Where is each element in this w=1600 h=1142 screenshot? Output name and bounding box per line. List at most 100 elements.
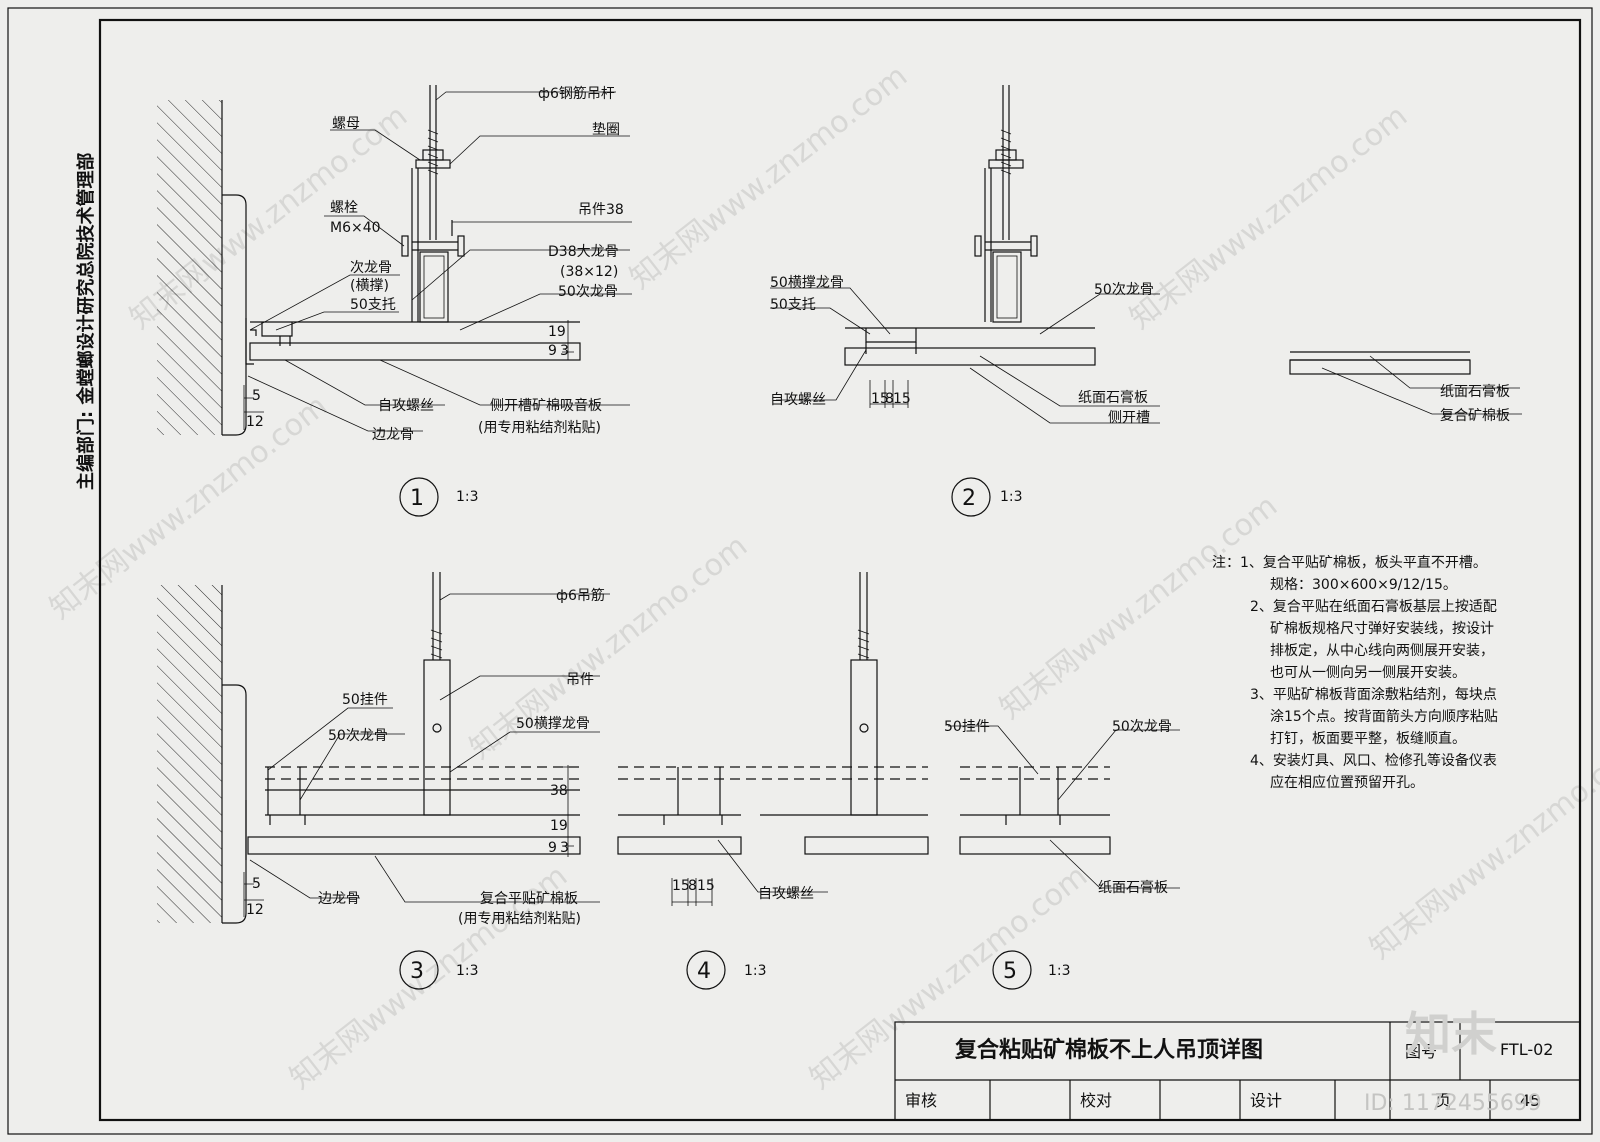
watermark-text: 知末网www.znzmo.com <box>1123 98 1414 336</box>
dim-label: 5 <box>252 388 261 404</box>
callout-label: 纸面石膏板 <box>1098 879 1168 896</box>
detail-number-circle <box>399 950 439 990</box>
detail-number: 1 <box>410 486 424 511</box>
watermark-text: 知末网www.znzmo.com <box>463 528 754 766</box>
review-label: 审核 <box>905 1091 937 1110</box>
callout-label: 50支托 <box>350 297 396 313</box>
page-label: 页 <box>1435 1091 1451 1110</box>
detail-scale: 1:3 <box>1000 489 1023 505</box>
detail-number: 5 <box>1003 959 1017 984</box>
callout-label: 复合平贴矿棉板 <box>480 890 578 907</box>
dim-label: 19 <box>548 324 566 340</box>
callout-label: 50挂件 <box>342 692 388 708</box>
dim-label: 38 <box>550 783 568 799</box>
callout-label: 50横撑龙骨 <box>516 716 590 732</box>
note-line: 排板定，从中心线向两侧展开安装， <box>1270 643 1494 659</box>
drawing-no-label: 图号 <box>1405 1042 1437 1061</box>
detail-scale: 1:3 <box>456 489 479 505</box>
drawing-title: 复合粘贴矿棉板不上人吊顶详图 <box>954 1037 1263 1063</box>
callout-label: 吊件38 <box>578 202 624 218</box>
note-line: 注：1、复合平贴矿棉板，板头平直不开槽。 <box>1212 554 1487 571</box>
detail-number-circle <box>399 477 439 517</box>
design-label: 设计 <box>1250 1091 1282 1110</box>
dim-label: 15 <box>672 878 690 894</box>
note-line: 也可从一侧向另一侧展开安装。 <box>1270 665 1466 681</box>
callout-label: ф6吊筋 <box>556 587 605 604</box>
ceiling-board <box>844 347 1096 366</box>
callout-label: 自攻螺丝 <box>758 886 814 902</box>
note-line: 矿棉板规格尺寸弹好安装线，按设计 <box>1270 620 1494 637</box>
note-line: 2、复合平贴在纸面石膏板基层上按适配 <box>1250 598 1497 615</box>
note-line: 3、平贴矿棉板背面涂敷粘结剂，每块点 <box>1250 686 1497 703</box>
dim-label: 8 <box>688 878 697 894</box>
dim-label: 3 <box>560 840 569 856</box>
detail-scale: 1:3 <box>456 963 479 979</box>
detail-4: 15 8 15 自攻螺丝 4 1:3 <box>617 572 929 990</box>
detail-5: 50挂件 50次龙骨 纸面石膏板 5 1:3 <box>944 719 1180 990</box>
detail-scale: 1:3 <box>1048 963 1071 979</box>
detail-number: 4 <box>697 959 711 984</box>
drawing-no: FTL-02 <box>1500 1040 1553 1059</box>
callout-label: 50次龙骨 <box>558 284 618 300</box>
wall-hatch <box>157 100 222 435</box>
detail-2: 15 8 15 50横撑龙骨 50支托 50次龙骨 自攻螺丝 纸面石膏板 侧开槽… <box>770 85 1160 517</box>
notes-block: 注：1、复合平贴矿棉板，板头平直不开槽。 规格：300×600×9/12/15。… <box>1212 554 1498 791</box>
callout-label: 纸面石膏板 <box>1440 383 1510 400</box>
detail-scale: 1:3 <box>744 963 767 979</box>
callout-label: 吊件 <box>566 672 594 688</box>
ceiling-board <box>249 342 581 361</box>
callout-label: (用专用粘结剂粘贴) <box>478 420 601 436</box>
callout-label: 50次龙骨 <box>1094 282 1154 298</box>
watermark-text: 知末网www.znzmo.com <box>993 488 1284 726</box>
detail-number-circle <box>686 950 726 990</box>
callout-label: 50支托 <box>770 297 816 313</box>
watermark-id: ID: 1172455699 <box>1364 1091 1542 1116</box>
detail-1: 19 9 3 5 12 ф6钢筋吊杆 螺母 垫圈 螺栓 M6×40 吊件38 D… <box>157 85 632 517</box>
callout-label: 螺母 <box>332 116 360 132</box>
callout-label: 边龙骨 <box>372 427 414 443</box>
detail-number-circle <box>951 477 991 517</box>
callout-label: (38×12) <box>560 264 618 280</box>
callout-label: 纸面石膏板 <box>1078 389 1148 406</box>
callout-label: D38大龙骨 <box>548 244 619 260</box>
callout-label: 50挂件 <box>944 719 990 735</box>
dim-label: 9 <box>548 840 557 856</box>
dim-label: 15 <box>697 878 715 894</box>
dim-label: 5 <box>252 876 261 892</box>
wall-plaster <box>222 194 247 436</box>
callout-label: M6×40 <box>330 220 381 236</box>
detail-number-circle <box>992 950 1032 990</box>
dim-label: 15 <box>871 391 889 407</box>
note-line: 应在相应位置预留开孔。 <box>1270 774 1424 791</box>
callout-label: 螺栓 <box>330 200 358 216</box>
callout-label: 次龙骨 <box>350 260 392 276</box>
side-department-label: 主编部门: 金螳螂设计研究总院技术管理部 <box>75 153 97 490</box>
callout-label: 自攻螺丝 <box>378 398 434 414</box>
callout-label: 复合矿棉板 <box>1440 407 1510 424</box>
callout-label: 垫圈 <box>592 122 620 138</box>
detail-3: 38 19 9 3 5 12 ф6吊筋 吊件 50挂件 50次龙骨 50横撑龙骨… <box>157 572 610 990</box>
detail-board-section: 纸面石膏板 复合矿棉板 <box>1289 351 1522 424</box>
inner-frame <box>98 18 1582 1122</box>
check-label: 校对 <box>1080 1091 1112 1110</box>
note-line: 规格：300×600×9/12/15。 <box>1270 577 1457 593</box>
callout-label: 边龙骨 <box>318 891 360 907</box>
watermark-text: 知末网www.znzmo.com <box>623 58 914 296</box>
callout-label: (横撑) <box>350 278 389 294</box>
dim-label: 12 <box>246 902 264 918</box>
callout-label: (用专用粘结剂粘贴) <box>458 911 581 927</box>
note-line: 4、安装灯具、风口、检修孔等设备仪表 <box>1250 752 1497 769</box>
detail-number: 3 <box>410 959 424 984</box>
page-number: 45 <box>1520 1091 1540 1110</box>
dim-label: 19 <box>550 818 568 834</box>
note-line: 打钉，板面要平整，板缝顺直。 <box>1270 730 1466 747</box>
dim-label: 8 <box>885 391 894 407</box>
callout-label: 50次龙骨 <box>1112 719 1172 735</box>
callout-label: 50次龙骨 <box>328 728 388 744</box>
dim-label: 9 <box>548 343 557 359</box>
callout-label: 侧开槽矿棉吸音板 <box>490 397 602 414</box>
dim-label: 12 <box>246 414 264 430</box>
dim-label: 15 <box>893 391 911 407</box>
callout-label: 侧开槽 <box>1108 410 1150 426</box>
